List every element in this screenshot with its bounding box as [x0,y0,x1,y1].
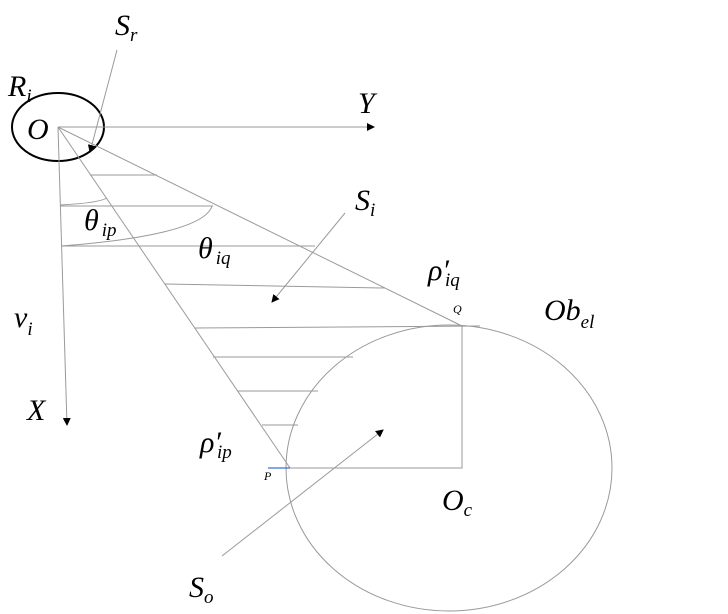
label-q: Q [453,302,462,316]
label-ob-el: Obel [544,294,594,333]
theta-ip-arc [60,205,213,247]
hatch-lines [60,174,481,426]
label-rho-iq: ρ′iq [427,254,460,291]
theta-small-arc [59,197,108,206]
label-origin: O [27,113,49,146]
label-r-i: Ri [7,70,32,107]
center-construction-lines [290,326,463,469]
sr-pointer-arrow [87,49,118,153]
label-s-o: So [189,571,214,608]
label-x-axis: X [26,394,47,427]
x-axis [57,126,71,426]
label-o-c: Oc [442,484,473,521]
tangent-line-q [57,126,463,327]
label-p: P [263,469,272,483]
label-s-i: Si [355,184,375,221]
label-s-r: Sr [115,9,138,46]
label-v-i: vi [14,301,33,340]
label-rho-ip: ρ′ip [199,426,232,463]
si-pointer-arrow [271,212,346,303]
tangent-line-p [57,126,291,469]
so-pointer-arrow [221,429,384,557]
label-y-axis: Y [358,87,378,120]
